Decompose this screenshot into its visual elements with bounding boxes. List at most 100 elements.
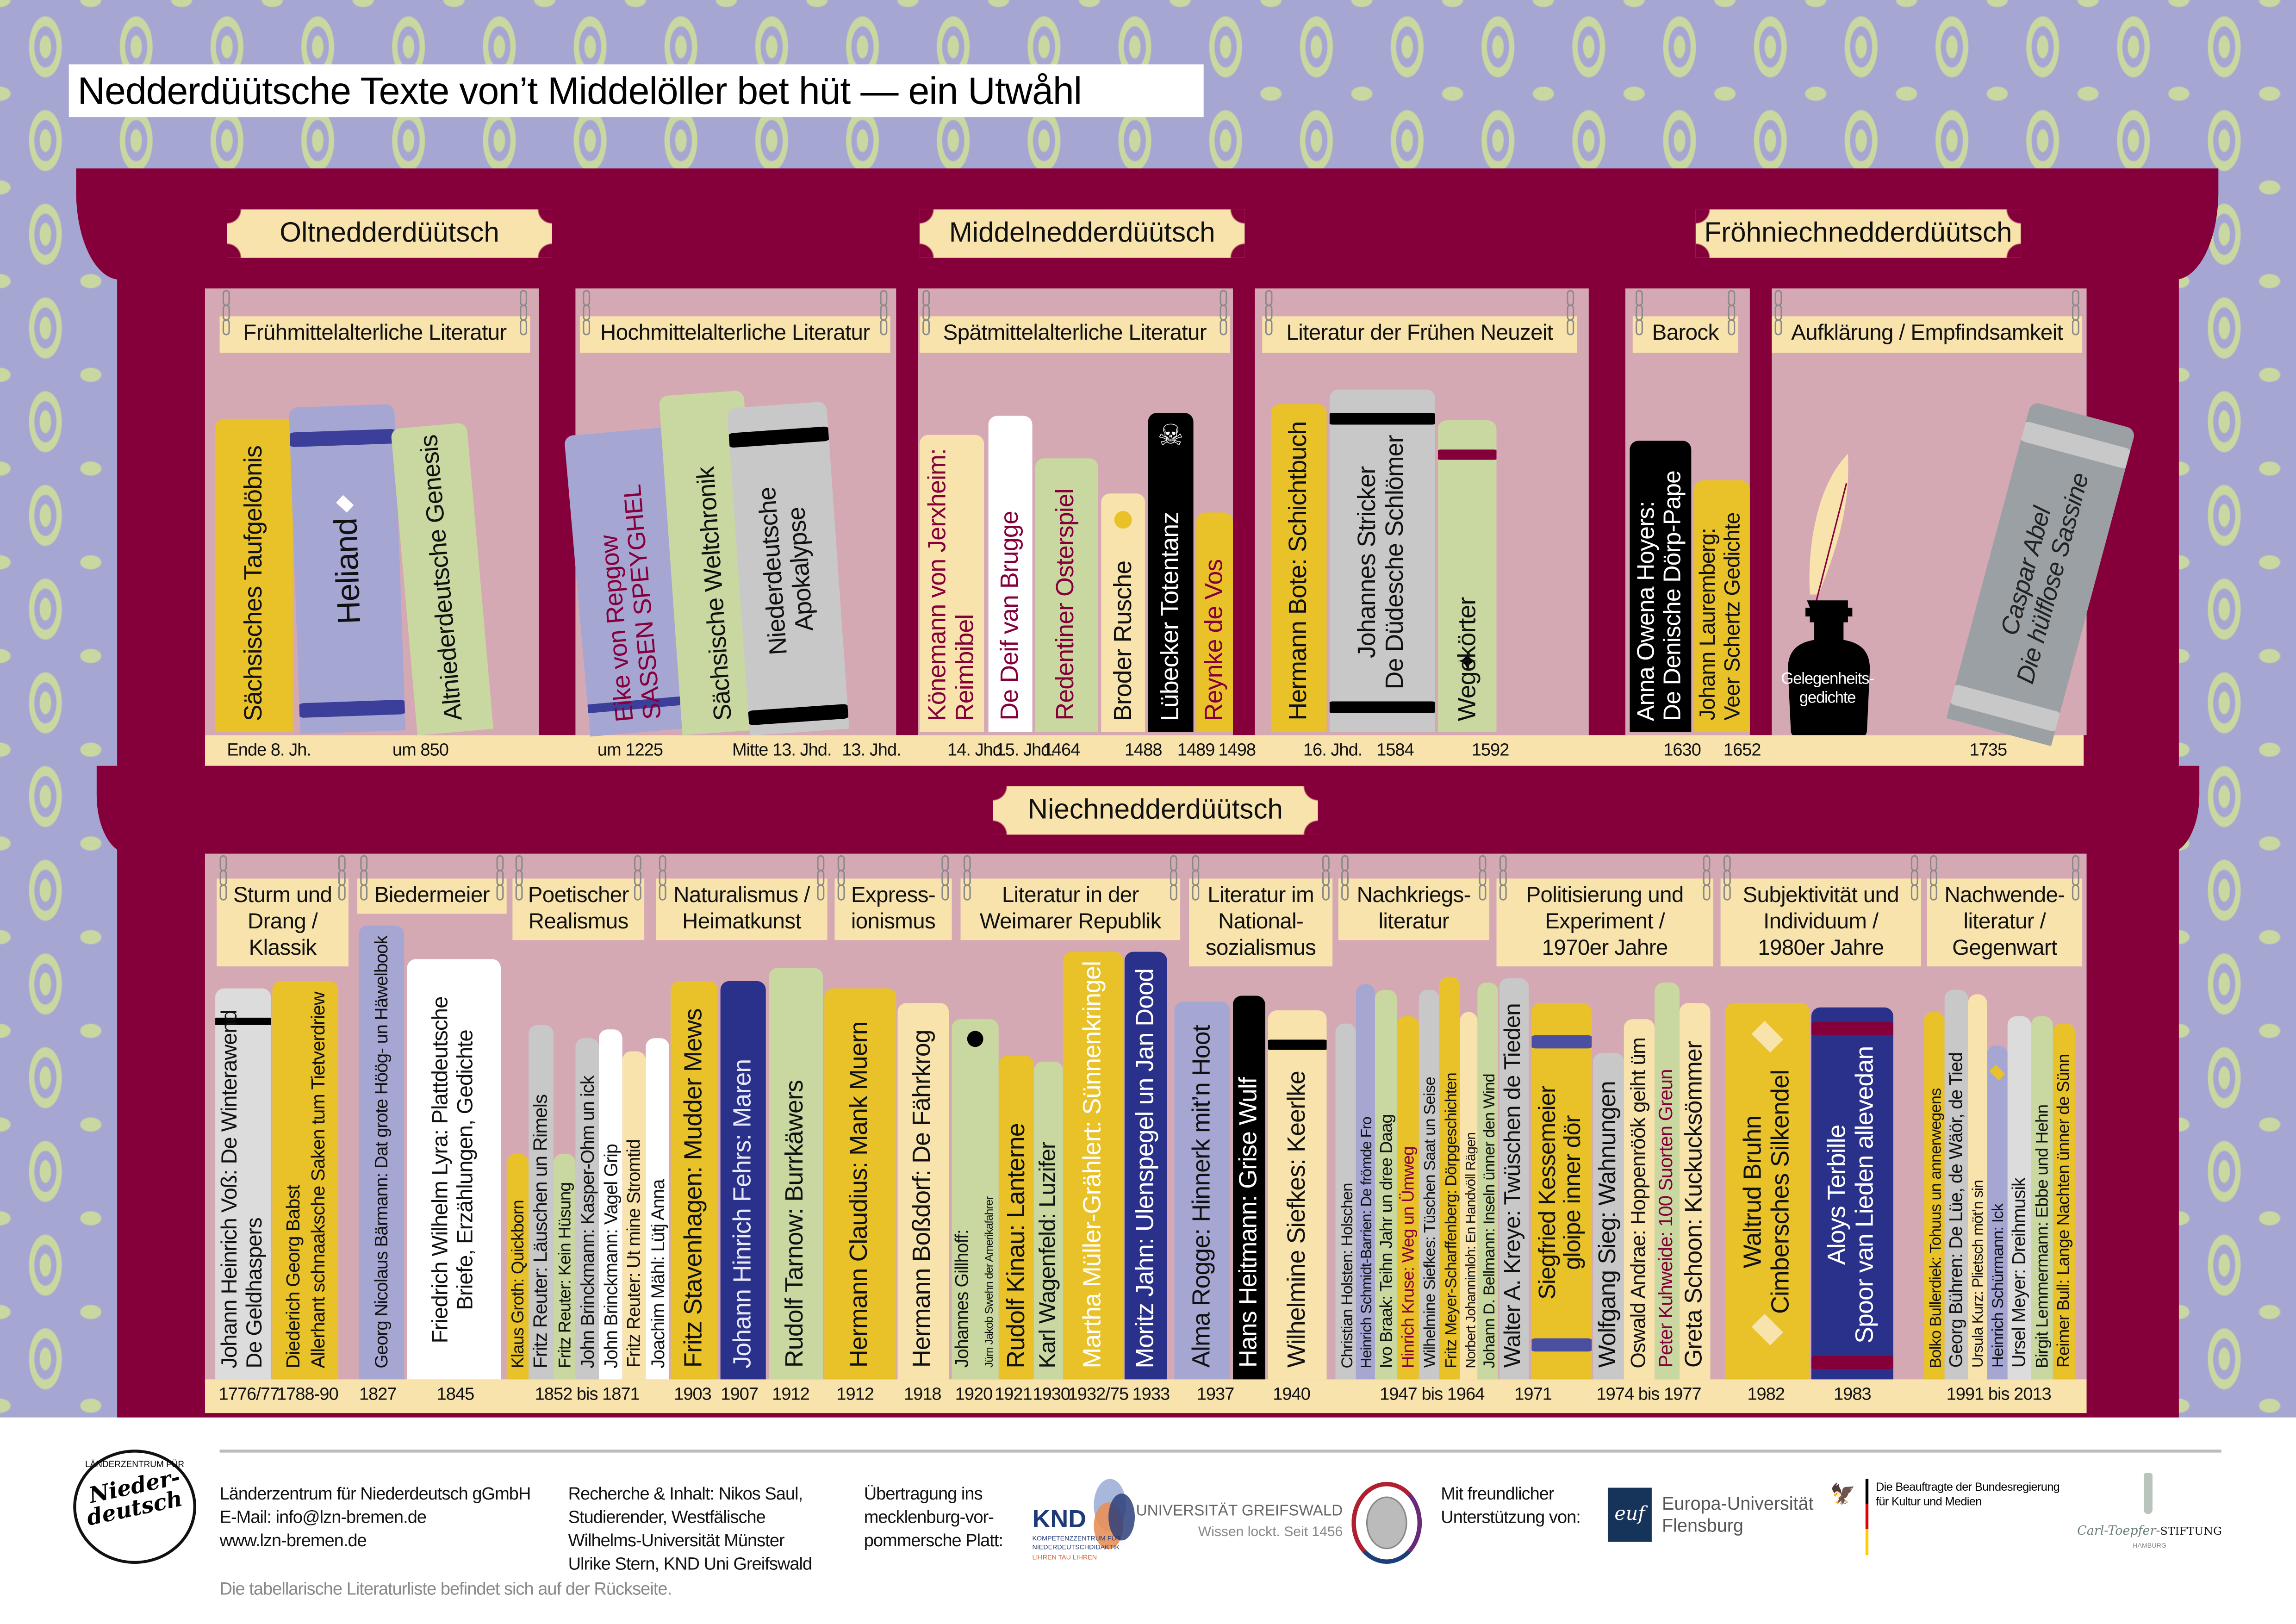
spine-title-line: Ursel Meyer: Dreihmusik [2008, 1178, 2029, 1368]
section-label-text: Nachkriegs- [1356, 883, 1471, 908]
chain-icon [515, 884, 523, 901]
section-label-text: Frühmittelalterliche Literatur [243, 320, 507, 346]
spine-title-line: Oswald Andrae: Hoppenröök geiht üm [1625, 1037, 1649, 1368]
spine-band [1329, 413, 1435, 425]
chain-icon [219, 870, 227, 886]
spine-title: Georg Bühren: De Lüe, de Wäör, de Tied [1945, 990, 1968, 1380]
section-label: Frühmittelalterliche Literatur [219, 316, 530, 353]
spine-title-line: Reynke de Vos [1199, 559, 1227, 721]
spine-title: John Brinckmann: Vagel Grip [599, 1029, 622, 1379]
chain-icon [1499, 884, 1507, 901]
chain-icon [520, 319, 528, 336]
timeline-date: 14. Jhd. [947, 739, 1007, 760]
spine-title-line: Könemann von Jerxheim: [922, 448, 951, 721]
timeline-date: 1991 bis 2013 [1946, 1383, 2052, 1405]
book-spine: Wolfgang Sieg: Wahnungen [1593, 1052, 1624, 1380]
chain-icon [837, 855, 845, 871]
book-spine: Reimer Bull: Lange Nachten ünner de Sünn [2053, 1023, 2075, 1380]
chain-icon [1636, 305, 1643, 321]
book-spine: Fritz Reuter: Läuschen un Rimels [529, 1025, 554, 1380]
spine-title-line: Johannes Gillhoff: [952, 1230, 973, 1368]
chain-icon [338, 855, 346, 871]
chain-icon [1192, 884, 1200, 901]
spine-title-line: Fritz Reuter: Läuschen un Rimels [529, 1094, 551, 1368]
spine-title: Moritz Jahn: Ulenspegel un Jan Dood [1125, 952, 1167, 1380]
chain-icon [1774, 290, 1782, 306]
book-spine: Birgit Lemmermann: Ebbe und Hehn [2031, 1016, 2053, 1380]
spine-title-line: De Deif van Brugge [995, 511, 1023, 721]
org-website[interactable]: www.lzn-bremen.de [219, 1530, 367, 1551]
chain-icon [1341, 855, 1349, 871]
knd-line: KOMPETENZZENTRUM FÜR [1032, 1534, 1121, 1542]
spine-title-line: Wilhelmine Siefkes: Tüschen Saat un Seis… [1421, 1077, 1439, 1368]
book-spine: Wilhelmine Siefkes: Keerlke [1268, 1010, 1327, 1380]
spine-title-line: De Düdesche Schlömer [1381, 435, 1409, 690]
chain-icon [837, 870, 845, 886]
book-spine: Hermann Bote: Schichtbuch [1271, 404, 1327, 732]
book-spine: Joachim Mähl: Lütj Anna [646, 1038, 669, 1380]
timeline-date: 1937 [1196, 1383, 1235, 1405]
spine-title-line: De Denische Dörp-Pape [1659, 470, 1686, 721]
book-spine: Fritz Meyer-Scharffenberg: Dörpgeschicht… [1439, 977, 1460, 1380]
spine-title-line: Johann Lauremberg: [1697, 528, 1721, 721]
book-spine: ✦Wegekörter [1437, 420, 1497, 732]
book-spine: Georg Nicolaus Bärmann: Dat grote Höög- … [359, 925, 404, 1380]
book-spine: Broder Rusche [1101, 493, 1145, 732]
spine-title: Heinrich Schürmann: Ick [1987, 1045, 2007, 1379]
spine-title: Ursula Kurz: Plietsch möt’n sin [1968, 994, 1987, 1379]
spine-title: Redentiner Osterspiel [1035, 458, 1098, 732]
section-label-text: Politisierung und [1526, 883, 1684, 908]
spine-title-line: Peter Kuhweide: 100 Suorten Greun [1655, 1069, 1677, 1368]
support-line: Unterstützung von: [1441, 1506, 1581, 1527]
org-email[interactable]: E-Mail: info@lzn-bremen.de [219, 1506, 427, 1527]
chain-icon [634, 855, 641, 871]
chain-icon [360, 855, 368, 871]
section-label: Spätmittelalterliche Literatur [919, 316, 1230, 353]
spine-title-line: Alma Rogge: Hinnerk mit’n Hoot [1187, 1025, 1215, 1368]
spine-band [1437, 449, 1497, 460]
book-spine: Könemann von Jerxheim:Reimbibel [919, 435, 984, 732]
book-spine: Anna Owena Hoyers:De Denische Dörp-Pape [1630, 441, 1692, 732]
inkwell-label: Gelegenheits- gedichte [1775, 671, 1880, 709]
section-label: Express-ionismus [834, 878, 952, 940]
spine-title: Reimer Bull: Lange Nachten ünner de Sünn [2053, 1024, 2075, 1380]
spine-title-line: Siegfried Kessemeier [1535, 1086, 1561, 1300]
timeline-date: 1933 [1132, 1383, 1170, 1405]
chain-icon [922, 290, 930, 306]
book-spine: Norbert Johannimloh: En Handvöll Rägen [1460, 1012, 1478, 1380]
chain-icon [1723, 884, 1731, 901]
bkm-line: Die Beauftragte der Bundesregierung [1875, 1480, 2060, 1494]
inkwell-label-line: gedichte [1799, 690, 1856, 708]
book-spine: De Deif van Brugge [988, 416, 1033, 732]
spine-title: Hinrich Kruse: Weg un Ümweg [1397, 1016, 1419, 1380]
credits-line: Ulrike Stern, KND Uni Greifswald [568, 1553, 813, 1574]
chain-icon [1192, 855, 1200, 871]
chain-icon [1910, 884, 1918, 901]
chain-icon [515, 870, 523, 886]
book-spine: Peter Kuhweide: 100 Suorten Greun [1655, 982, 1680, 1380]
section-label: Hochmittelalterliche Literatur [579, 316, 890, 353]
chain-icon [659, 884, 666, 901]
section-label-text: Hochmittelalterliche Literatur [600, 320, 870, 346]
chain-icon [1499, 855, 1507, 871]
book-spine: ☠Lübecker Totentanz [1148, 413, 1194, 732]
spine-title-line: Heinrich Schmidt-Barrien: De frömde Fro [1359, 1116, 1375, 1368]
spine-title: Peter Kuhweide: 100 Suorten Greun [1655, 983, 1680, 1379]
spine-title: Joachim Mähl: Lütj Anna [646, 1038, 669, 1379]
spine-title: Norbert Johannimloh: En Handvöll Rägen [1460, 1012, 1477, 1379]
section-label: Barock [1632, 316, 1738, 353]
spine-band [1329, 701, 1435, 713]
spine-title: Rudolf Kinau: Lanterne [999, 1056, 1034, 1379]
section-label-text: National- [1218, 909, 1304, 934]
chain-icon [583, 319, 591, 336]
timeline-date: 1903 [674, 1383, 712, 1405]
chain-icon [496, 884, 504, 901]
chain-icon [941, 855, 949, 871]
timeline-date: 1921 [995, 1383, 1033, 1405]
spine-title-line: Wolfgang Sieg: Wahnungen [1594, 1081, 1621, 1368]
section-label: Biedermeier [357, 878, 507, 914]
